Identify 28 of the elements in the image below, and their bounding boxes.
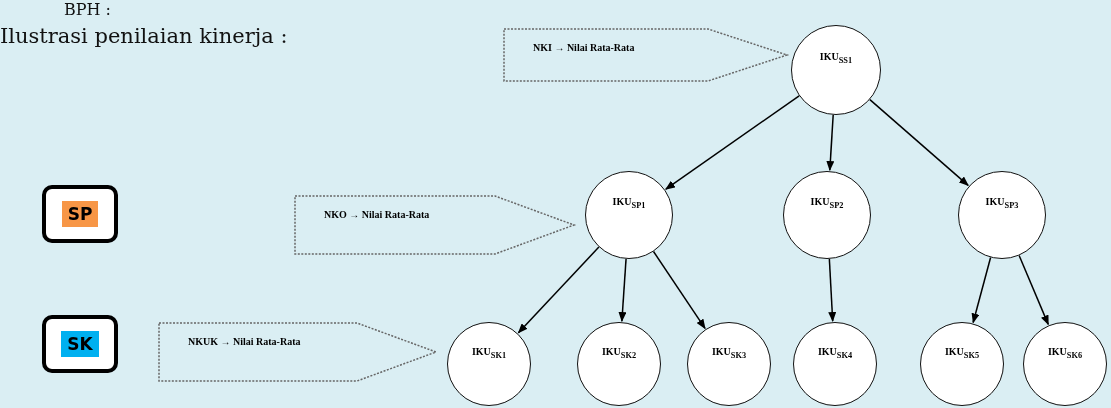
indicator-label: IKU$_{SK4}$	[817, 345, 853, 360]
callout-text: NKUK → Nilai Rata-Rata	[188, 336, 301, 347]
callout-text: NKI → Nilai Rata-Rata	[533, 42, 635, 53]
arrow	[869, 98, 969, 187]
arrow	[1018, 254, 1049, 326]
arrow	[826, 114, 835, 172]
section-label: BPH :	[64, 0, 111, 19]
arrow	[665, 95, 800, 190]
level-label: SK	[61, 331, 99, 357]
title: Ilustrasi penilaian kinerja :	[0, 24, 288, 48]
indicator-label: IKU$_{SK5}$	[944, 345, 980, 360]
level-box	[42, 315, 118, 373]
arrow	[517, 246, 600, 334]
indicator-label: IKU$_{SK2}$	[601, 345, 637, 360]
indicator-label: IKU$_{SP2}$	[810, 196, 844, 211]
arrow	[652, 250, 706, 330]
level-box	[42, 185, 118, 243]
indicator-label: IKU$_{SK3}$	[711, 345, 747, 360]
indicator-label: IKU$_{SP3}$	[985, 196, 1019, 211]
callout-text: NKO → Nilai Rata-Rata	[324, 209, 430, 220]
indicator-label: IKU$_{SS1}$	[819, 50, 853, 65]
indicator-label: IKU$_{SP1}$	[612, 196, 646, 211]
arrow	[828, 258, 837, 323]
indicator-label: IKU$_{SK6}$	[1047, 345, 1083, 360]
arrow	[971, 256, 992, 324]
indicator-label: IKU$_{SK1}$	[471, 345, 507, 360]
level-label: SP	[61, 201, 99, 227]
arrow	[618, 258, 627, 323]
